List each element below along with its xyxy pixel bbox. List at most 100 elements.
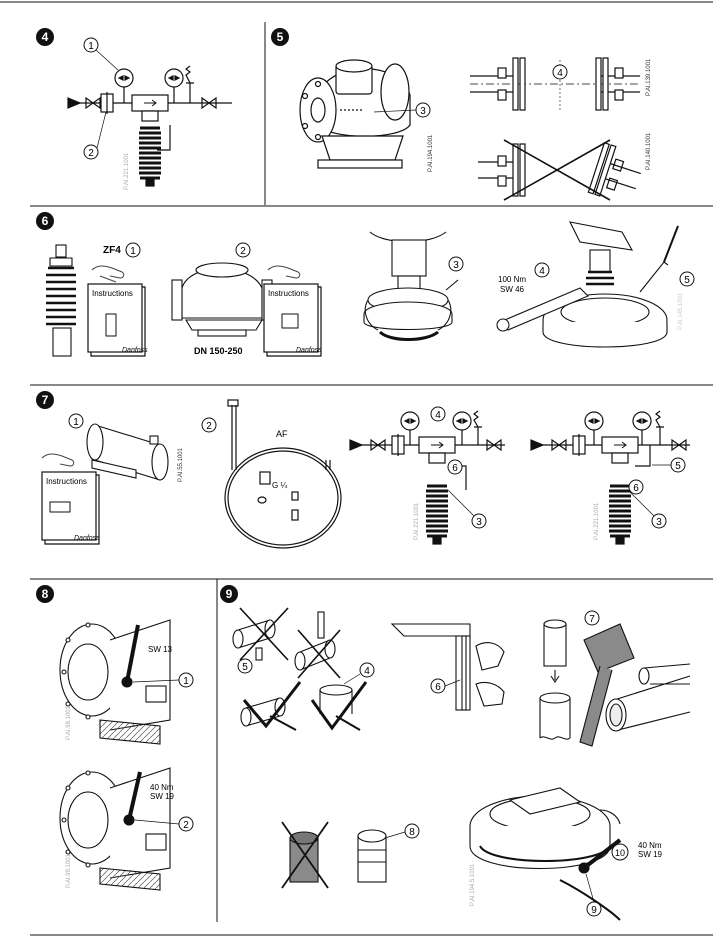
svg-text:1: 1 (183, 676, 189, 687)
schematic-diagram-b (530, 410, 690, 546)
figure-ref-c: P.AI.140.1001 (646, 132, 652, 170)
schematic-diagram (67, 65, 232, 188)
impulse-tube-coil (224, 399, 342, 549)
figure-ref-b: P.AI.221.1001 (414, 502, 420, 540)
callout-9: 9 (585, 873, 602, 917)
valve-plug-view-2 (59, 767, 171, 891)
callout-4: 4 (430, 406, 446, 422)
step-badge-4: 4 (36, 28, 54, 46)
callout-6b: 6 (628, 479, 644, 495)
figure-ref-c: P.AI.221.1001 (594, 502, 600, 540)
callout-1: 1 (132, 672, 194, 688)
torque-label: 40 Nm (638, 841, 662, 850)
zf4-label: ZF4 (103, 245, 121, 256)
svg-text:6: 6 (42, 214, 49, 228)
callout-3: 3 (373, 102, 431, 118)
section-6: 6 ZF4 1 Instructions Danfoss (36, 212, 695, 357)
svg-text:5: 5 (277, 30, 284, 44)
svg-text:7: 7 (589, 614, 595, 625)
instructions-book-2: Instructions Danfoss (263, 283, 322, 357)
figure-ref-a: P.AI.194.1001 (428, 134, 434, 172)
svg-text:5: 5 (242, 662, 248, 673)
thread-label: G ¼ (272, 481, 287, 490)
torque-label: 100 Nm (498, 275, 526, 284)
svg-text:3: 3 (656, 517, 662, 528)
cylinder-illustration (86, 423, 169, 481)
figure-ref-a: P.AI.98.1001 (66, 705, 72, 740)
wrench-size-label: SW 19 (638, 850, 663, 859)
callout-6: 6 (430, 678, 461, 694)
svg-text:8: 8 (409, 827, 415, 838)
callout-10: 10 (611, 843, 629, 861)
schematic-diagram-a (349, 410, 505, 546)
instructions-book: Instructions Danfoss (87, 283, 148, 357)
callout-5: 5 (679, 271, 695, 287)
callout-4: 4 (534, 262, 550, 278)
flange-alignment-correct (470, 57, 640, 111)
torque-label: 40 Nm (150, 783, 174, 792)
wrench-size-label-2: SW 19 (150, 792, 175, 801)
section-7: 7 1 P.AI.55.1001 Instructions Danfoss 2 (36, 391, 690, 549)
section-9: 9 5 4 (220, 585, 691, 921)
svg-text:4: 4 (42, 30, 49, 44)
dn-label: DN 150-250 (194, 346, 243, 356)
callout-4: 4 (343, 662, 375, 685)
section-8: 8 SW 13 1 P.AI.98.1001 (36, 585, 194, 891)
callout-8: 8 (384, 823, 420, 839)
svg-text:Danfoss: Danfoss (122, 347, 148, 354)
step-badge-9: 9 (220, 585, 238, 603)
svg-text:9: 9 (591, 905, 597, 916)
svg-text:5: 5 (684, 275, 690, 286)
svg-text:Instructions: Instructions (92, 289, 133, 298)
figure-ref: P.AI.221.1001 (124, 152, 130, 190)
figure-ref: P.AI.145.1001 (678, 292, 684, 330)
callout-2: 2 (83, 111, 107, 160)
fitting-wrong-right (281, 821, 387, 889)
callout-5: 5 (652, 457, 686, 473)
svg-text:4: 4 (539, 266, 545, 277)
svg-text:6: 6 (435, 682, 441, 693)
actuator-mount-illustration (363, 231, 459, 341)
flange-alignment-wrong (478, 139, 641, 201)
figure-ref-b: P.AI.139.1001 (646, 58, 652, 96)
hand-pointer-icon-2 (267, 265, 301, 279)
step-badge-6: 6 (36, 212, 54, 230)
svg-text:6: 6 (633, 483, 639, 494)
figure-ref: P.AI.194.5.1001 (470, 863, 476, 906)
callout-1: 1 (83, 37, 119, 71)
svg-text:2: 2 (240, 246, 246, 257)
wall-mount-illustration (390, 623, 505, 711)
valve-plug-view-1 (59, 619, 171, 745)
final-assembly-illustration (469, 787, 622, 921)
svg-text:4: 4 (364, 666, 370, 677)
svg-text:3: 3 (453, 260, 459, 271)
hand-pointer-icon (91, 265, 125, 283)
svg-text:4: 4 (435, 410, 441, 421)
wrench-tightening-illustration (496, 221, 679, 348)
svg-text:6: 6 (452, 463, 458, 474)
svg-text:1: 1 (130, 246, 136, 257)
callout-2: 2 (201, 417, 217, 433)
svg-text:Danfoss: Danfoss (74, 535, 100, 542)
step-badge-7: 7 (36, 391, 54, 409)
callout-3b: 3 (629, 491, 667, 529)
valve-body-illustration (299, 59, 411, 169)
callout-5: 5 (237, 658, 253, 674)
step-badge-8: 8 (36, 585, 54, 603)
hand-pointer-icon (41, 453, 75, 467)
svg-text:7: 7 (42, 393, 49, 407)
svg-text:1: 1 (88, 41, 94, 52)
hammer-insert-illustration (539, 619, 691, 747)
svg-text:5: 5 (675, 461, 681, 472)
section-4: 4 1 2 P.AI.221.1001 (36, 28, 232, 190)
svg-text:2: 2 (183, 820, 189, 831)
af-label: AF (276, 429, 288, 439)
svg-text:4: 4 (557, 68, 563, 79)
svg-text:Danfoss: Danfoss (296, 347, 322, 354)
svg-text:Instructions: Instructions (46, 477, 87, 486)
svg-text:3: 3 (420, 106, 426, 117)
svg-text:10: 10 (615, 848, 625, 858)
callout-1: 1 (125, 242, 141, 258)
callout-4: 4 (552, 64, 568, 80)
